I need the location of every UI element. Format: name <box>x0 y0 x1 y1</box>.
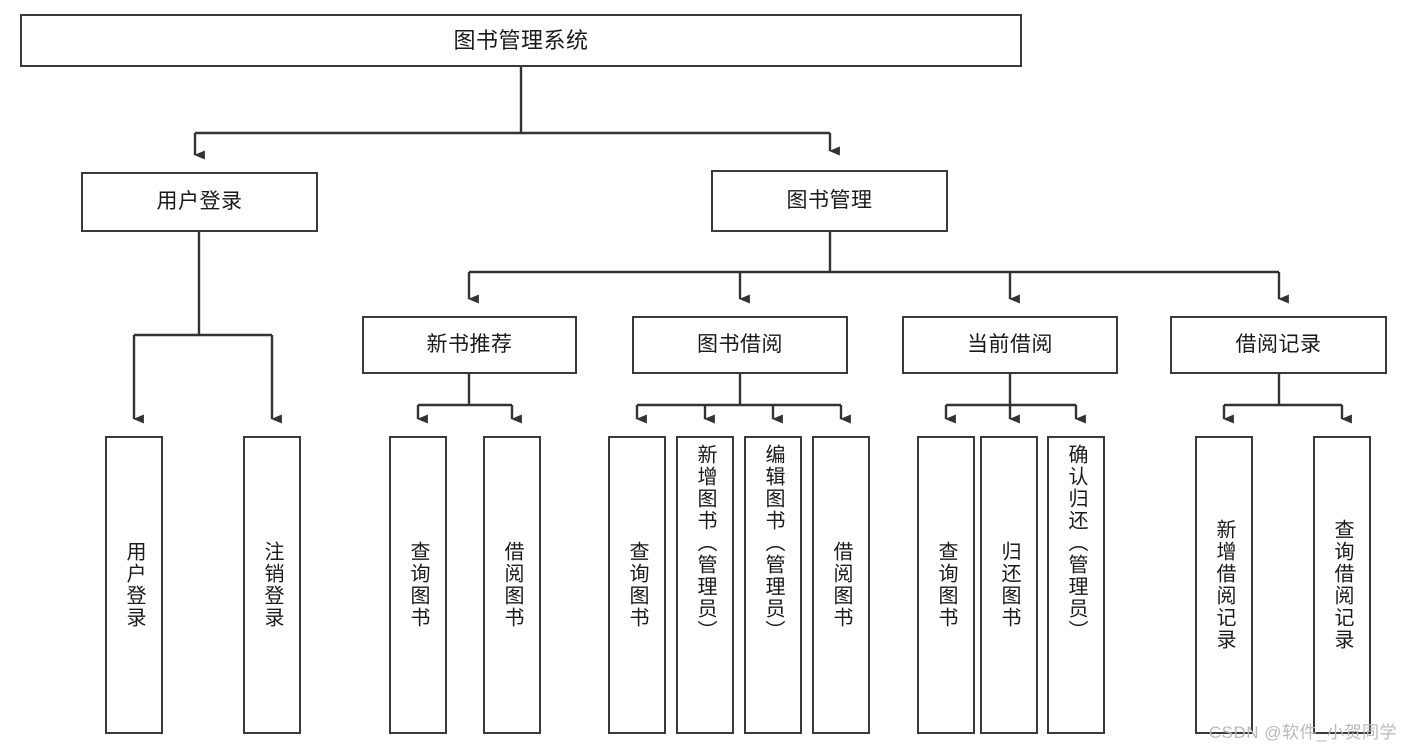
node-label: 用户登录 <box>123 541 145 629</box>
leaf-return-book[interactable]: 归还图书 <box>980 436 1038 734</box>
node-label: 用户登录 <box>156 189 243 213</box>
node-label: 查询图书 <box>407 541 429 629</box>
node-label: 借阅记录 <box>1235 332 1322 356</box>
node-label: 图书管理系统 <box>453 27 589 53</box>
leaf-user-login[interactable]: 用户登录 <box>105 436 163 734</box>
node-label: 查询借阅记录 <box>1331 519 1353 651</box>
leaf-add-book[interactable]: 新增图书（管理员） <box>676 436 734 734</box>
leaf-query-book-current-borrow[interactable]: 查询图书 <box>917 436 975 734</box>
node-label: 当前借阅 <box>967 332 1053 356</box>
node-label: 图书管理 <box>786 188 873 212</box>
node-label: 图书借阅 <box>697 332 783 356</box>
node-user-login[interactable]: 用户登录 <box>81 172 318 232</box>
node-label: 编辑图书（管理员） <box>762 444 784 642</box>
leaf-logout-login[interactable]: 注销登录 <box>243 436 301 734</box>
leaf-borrow-book-new-recommend[interactable]: 借阅图书 <box>483 436 541 734</box>
leaf-query-book-new-recommend[interactable]: 查询图书 <box>389 436 447 734</box>
leaf-edit-book[interactable]: 编辑图书（管理员） <box>744 436 802 734</box>
node-label: 新增借阅记录 <box>1213 519 1235 651</box>
leaf-query-book-borrow[interactable]: 查询图书 <box>608 436 666 734</box>
leaf-borrow-book-borrow[interactable]: 借阅图书 <box>812 436 870 734</box>
node-label: 借阅图书 <box>830 541 852 629</box>
node-root-system[interactable]: 图书管理系统 <box>20 14 1022 67</box>
leaf-confirm-return[interactable]: 确认归还（管理员） <box>1047 436 1105 734</box>
node-label: 确认归还（管理员） <box>1065 444 1087 642</box>
node-label: 新书推荐 <box>426 332 513 356</box>
node-label: 归还图书 <box>998 541 1020 629</box>
leaf-add-borrow-record[interactable]: 新增借阅记录 <box>1195 436 1253 734</box>
node-book-manage[interactable]: 图书管理 <box>711 170 948 232</box>
node-borrow-record[interactable]: 借阅记录 <box>1170 316 1387 374</box>
node-current-borrow[interactable]: 当前借阅 <box>902 316 1118 374</box>
node-book-borrow[interactable]: 图书借阅 <box>632 316 848 374</box>
node-label: 新增图书（管理员） <box>694 444 716 642</box>
node-label: 查询图书 <box>935 541 957 629</box>
node-new-book-recommend[interactable]: 新书推荐 <box>362 316 577 374</box>
leaf-query-borrow-record[interactable]: 查询借阅记录 <box>1313 436 1371 734</box>
node-label: 借阅图书 <box>501 541 523 629</box>
watermark-text: CSDN @软件_小贺同学 <box>1208 723 1397 742</box>
node-label: 注销登录 <box>261 541 283 629</box>
node-label: 查询图书 <box>626 541 648 629</box>
